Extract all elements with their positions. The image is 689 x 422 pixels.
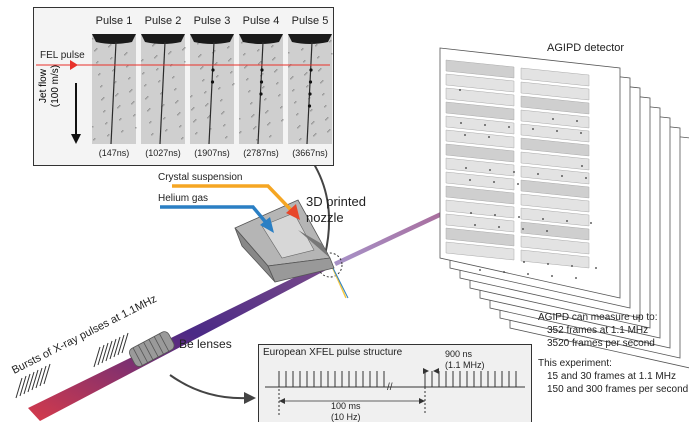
jet-imaging-inset: Pulse 1 (147ns) Pulse 2 (1027ns) Pulse 3 (190… bbox=[33, 7, 334, 166]
pulse-time: (2787ns) bbox=[243, 148, 279, 158]
pulse-structure-title: European XFEL pulse structure bbox=[263, 347, 403, 358]
helium-gas-label: Helium gas bbox=[158, 193, 209, 204]
pulse-time: (147ns) bbox=[98, 148, 130, 158]
pulse-spacing-label: 900 ns (1.1 MHz) bbox=[445, 349, 485, 370]
pulse-label: Pulse 5 bbox=[291, 15, 329, 27]
pulse-structure-panel: European XFEL pulse structure 900 ns (1.… bbox=[258, 344, 532, 422]
pulse-frame bbox=[92, 34, 137, 145]
period-label: 100 ms (10 Hz) bbox=[331, 401, 361, 422]
nozzle-icon bbox=[234, 199, 335, 283]
pulse-label: Pulse 4 bbox=[242, 15, 280, 27]
lenses-to-structure-arrow bbox=[169, 374, 249, 400]
fel-pulse-label: FEL pulse bbox=[40, 50, 85, 61]
agipd-detector bbox=[439, 47, 689, 369]
pulse-time: (3667ns) bbox=[292, 148, 328, 158]
pulse-label: Pulse 3 bbox=[193, 15, 231, 27]
detector-title: AGIPD detector bbox=[547, 42, 625, 54]
detector-modules bbox=[445, 59, 597, 279]
pulse-frame bbox=[141, 34, 186, 145]
pulse-time: (1907ns) bbox=[194, 148, 230, 158]
detector-capability: AGIPD can measure up to: 352 frames at 1… bbox=[538, 312, 658, 349]
pulse-train bbox=[278, 371, 517, 387]
pulse-time: (1027ns) bbox=[145, 148, 181, 158]
be-lenses-icon bbox=[129, 331, 175, 367]
helium-gas-line bbox=[160, 205, 270, 227]
crystal-suspension-line bbox=[172, 184, 295, 214]
pulse-frame bbox=[239, 34, 284, 145]
experiment-info: This experiment: 15 and 30 frames at 1.1… bbox=[538, 358, 689, 395]
pulse-burst-right bbox=[93, 332, 129, 368]
svg-text://: // bbox=[387, 382, 393, 393]
be-lenses-label: Be lenses bbox=[179, 337, 232, 351]
pulse-burst-left bbox=[15, 363, 51, 399]
pulse-label: Pulse 2 bbox=[144, 15, 182, 27]
fel-arrow-icon bbox=[70, 60, 78, 70]
crystal-suspension-label: Crystal suspension bbox=[158, 172, 243, 183]
pulse-frame bbox=[288, 34, 333, 145]
pulse-frame bbox=[190, 34, 235, 145]
nozzle-title: 3D printed nozzle bbox=[306, 194, 366, 225]
xray-beam bbox=[28, 262, 330, 421]
pulse-label: Pulse 1 bbox=[95, 15, 133, 27]
